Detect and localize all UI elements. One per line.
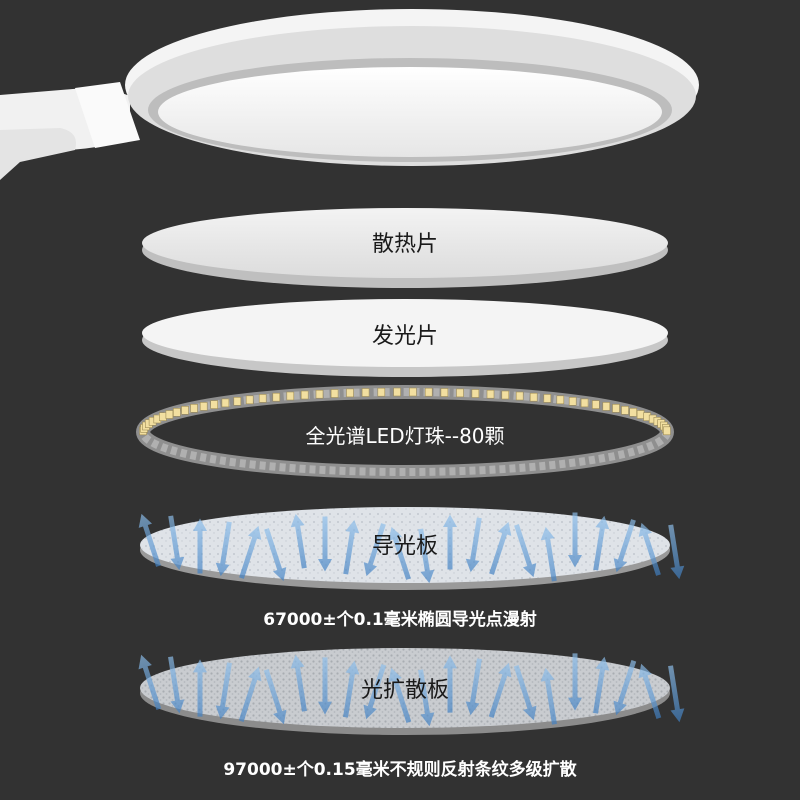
diffuser-caption: 97000±个0.15毫米不规则反射条纹多级扩散 — [223, 759, 577, 780]
led-chip — [602, 402, 611, 411]
led-chip — [346, 388, 354, 398]
led-chip — [529, 392, 538, 402]
led-chip — [377, 387, 386, 397]
led-chip — [501, 390, 510, 400]
led-chip — [330, 389, 339, 398]
led-chip — [409, 387, 417, 397]
led-chip — [245, 395, 254, 405]
led-chip — [393, 387, 401, 397]
led-chip — [629, 407, 638, 417]
led-chip — [471, 389, 480, 398]
led-chip — [612, 403, 620, 413]
light-guide-label: 导光板 — [372, 534, 438, 559]
led-chip — [286, 391, 295, 401]
led-chip — [165, 410, 174, 419]
led-chip — [159, 412, 167, 422]
lamp-head — [0, 9, 699, 180]
led-chip — [543, 394, 552, 403]
led-chip — [181, 405, 189, 415]
led-chip — [315, 389, 324, 399]
led-chip — [568, 396, 577, 406]
led-ring-label: 全光谱LED灯珠--80颗 — [305, 424, 504, 448]
light-sheet-label: 发光片 — [372, 324, 438, 349]
led-chip — [300, 390, 309, 400]
light-guide-caption: 67000±个0.1毫米椭圆导光点漫射 — [263, 609, 537, 630]
light-sheet-layer: 发光片 — [142, 299, 668, 377]
led-ring-layer: 全光谱LED灯珠--80颗 — [136, 385, 674, 479]
led-chip — [486, 389, 495, 399]
diffuser-label: 光扩散板 — [361, 678, 449, 703]
diffuser-layer: 光扩散板 97000±个0.15毫米不规则反射条纹多级扩散 — [134, 648, 687, 780]
heat-sink-label: 散热片 — [372, 232, 438, 257]
led-chip — [173, 407, 181, 417]
heat-sink-layer: 散热片 — [142, 208, 668, 288]
led-chip — [515, 391, 524, 401]
led-chip — [221, 398, 230, 408]
light-guide-layer: 导光板 67000±个0.1毫米椭圆导光点漫射 — [134, 507, 687, 630]
led-chips — [139, 387, 671, 436]
led-chip — [580, 398, 589, 408]
led-chip — [233, 396, 242, 406]
led-chip — [272, 392, 281, 402]
led-chip — [456, 388, 464, 398]
led-chip — [636, 410, 645, 419]
led-chip — [556, 395, 565, 405]
led-chip — [210, 400, 218, 409]
led-chip — [424, 387, 433, 397]
led-chip — [621, 405, 629, 415]
led-chip — [361, 388, 370, 397]
led-chip — [190, 403, 198, 413]
led-chip — [440, 388, 449, 397]
led-chip — [663, 426, 671, 436]
led-chip — [591, 400, 600, 409]
led-chip — [199, 402, 208, 411]
led-chip — [258, 394, 267, 403]
